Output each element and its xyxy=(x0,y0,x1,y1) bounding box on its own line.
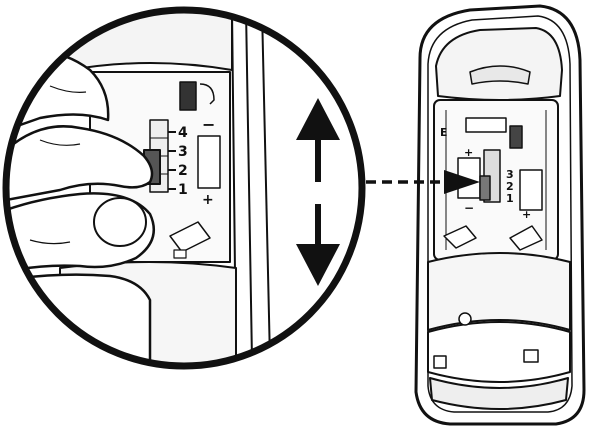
bottom-base xyxy=(429,377,569,410)
lower-cover xyxy=(427,321,571,383)
arrow-upper-shaft xyxy=(315,138,321,182)
cover-screw-hole xyxy=(458,312,472,326)
device-plus-right: + xyxy=(522,208,531,221)
knuckle-lines xyxy=(29,85,87,245)
zoom-top-clip xyxy=(199,83,215,105)
device-position-3: 3 xyxy=(506,168,514,181)
device-label-e: E xyxy=(440,126,448,139)
zoom-circle-border xyxy=(2,6,366,370)
top-lens xyxy=(435,27,563,101)
zoom-plus-sign: + xyxy=(202,192,214,208)
device-plus-top: + xyxy=(464,146,473,159)
arrow-lower-shaft xyxy=(315,204,321,248)
zoom-battery-slot xyxy=(197,135,221,189)
top-connector xyxy=(465,117,507,133)
lower-lens xyxy=(427,252,571,331)
device-position-1: 1 xyxy=(506,192,514,205)
zoom-position-1: 1 xyxy=(178,182,188,198)
up-down-arrow xyxy=(296,98,340,286)
jumper-cap-device xyxy=(479,175,491,201)
zoom-position-2: 2 xyxy=(178,163,188,179)
arrow-down-head xyxy=(296,244,340,286)
base-notch-right xyxy=(523,349,539,363)
zoom-bottom-clip xyxy=(169,221,211,253)
arrow-up-head xyxy=(296,98,340,140)
detector-rim xyxy=(427,15,573,413)
device-minus-bottom: − xyxy=(464,201,474,215)
base-notch-left xyxy=(433,355,447,369)
clip-left xyxy=(443,225,477,249)
top-lens-notch xyxy=(469,65,531,85)
battery-slot-right xyxy=(519,169,543,211)
device-position-2: 2 xyxy=(506,180,514,193)
small-screw-block xyxy=(509,125,523,149)
detector-unit xyxy=(414,4,586,426)
zoom-position-3: 3 xyxy=(178,144,188,160)
zoom-position-4: 4 xyxy=(178,125,188,141)
zoom-tick-marks xyxy=(168,131,176,190)
fingernail xyxy=(93,197,147,247)
clip-right xyxy=(509,225,543,251)
hand-thumb xyxy=(6,125,154,202)
zoom-screw-block xyxy=(179,81,197,111)
zoom-minus-sign: − xyxy=(202,115,215,134)
leader-arrow xyxy=(366,170,480,194)
